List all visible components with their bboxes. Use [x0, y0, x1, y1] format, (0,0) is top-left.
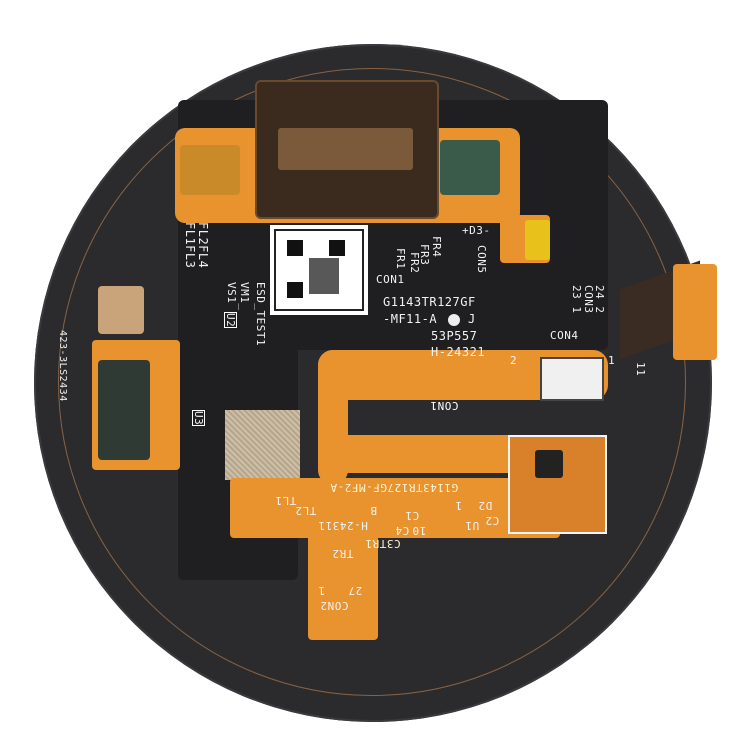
flex-c1: C1	[405, 509, 420, 522]
label-d3: +D3-	[462, 224, 491, 237]
copper-ring	[58, 68, 686, 696]
mid-flex-bar	[330, 435, 530, 473]
con3-pins: 24 2	[593, 285, 606, 314]
flex-u1: U1	[465, 519, 480, 532]
gold-pad	[525, 220, 550, 260]
fpc-connector	[540, 357, 604, 401]
con2-pin-1: 1	[318, 584, 326, 597]
marker-dot	[448, 314, 460, 326]
flex-10: 10	[412, 524, 427, 537]
pin-11: 11	[634, 362, 647, 377]
label-con4: CON4	[550, 329, 579, 342]
label-fr4: FR4	[430, 236, 443, 258]
flex-d2: D2	[478, 499, 493, 512]
label-tl1: TL1	[275, 494, 297, 507]
flex-b: B	[370, 504, 378, 517]
qr-label	[270, 225, 368, 315]
label-con1: CON1	[376, 273, 405, 286]
flex-part-number: G1143TR127GF-MF2-A	[330, 481, 459, 494]
lower-flex-stem	[308, 520, 378, 640]
label-con2: CON2	[320, 599, 349, 612]
flex-1: 1	[455, 499, 463, 512]
label-u3: U3	[192, 410, 205, 427]
qr-finder-tl	[287, 240, 303, 256]
part-number-line2: -MF11-A	[383, 312, 438, 326]
part-number-line1: G1143TR127GF	[383, 295, 476, 309]
label-con3: CON3	[582, 285, 595, 314]
ribbon-connector[interactable]	[673, 264, 717, 360]
label-tr2: TR2	[332, 547, 354, 560]
label-con5: CON5	[475, 245, 488, 274]
label-vm1: VM1_	[238, 282, 251, 311]
lower-flex-bar	[230, 478, 560, 538]
flex-c4: C4	[395, 524, 410, 537]
qr-finder-tr	[329, 240, 345, 256]
label-c3tr1: C3TR1	[365, 537, 401, 550]
label-fr2: FR2	[408, 252, 421, 274]
component-right	[440, 140, 500, 195]
label-fr1: FR1	[394, 248, 407, 270]
left-chip-board	[98, 360, 150, 460]
label-vs1: VS1	[225, 282, 238, 304]
edge-code: 423-3LS2434	[57, 330, 68, 402]
part-rev: J	[468, 312, 476, 326]
label-esd: ESD_TEST1	[254, 282, 267, 347]
qr-finder-bl	[287, 282, 303, 298]
connector-socket	[278, 128, 413, 170]
right-chip	[535, 450, 563, 478]
label-fl2fl4: FL2FL4	[196, 222, 210, 269]
con3-pins2: 23 1	[570, 285, 583, 314]
lot-code: 53P557	[431, 329, 478, 343]
qr-data	[309, 258, 339, 294]
flex-h-code: H-24311	[318, 519, 368, 532]
label-tl2: TL2	[295, 504, 317, 517]
date-code: H-24321	[431, 345, 486, 359]
sensor-pad	[98, 286, 144, 334]
component-left	[180, 145, 240, 195]
pin-2: 2	[510, 354, 518, 367]
label-u2: U2	[224, 312, 237, 329]
label-fl1fl3: FL1FL3	[183, 222, 197, 269]
flex-label-con1: CON1	[430, 399, 459, 412]
mesh-pad	[225, 410, 300, 480]
con2-pin-27: 27	[348, 584, 363, 597]
pin-1: 1	[608, 354, 616, 367]
flex-c2: C2	[485, 514, 500, 527]
